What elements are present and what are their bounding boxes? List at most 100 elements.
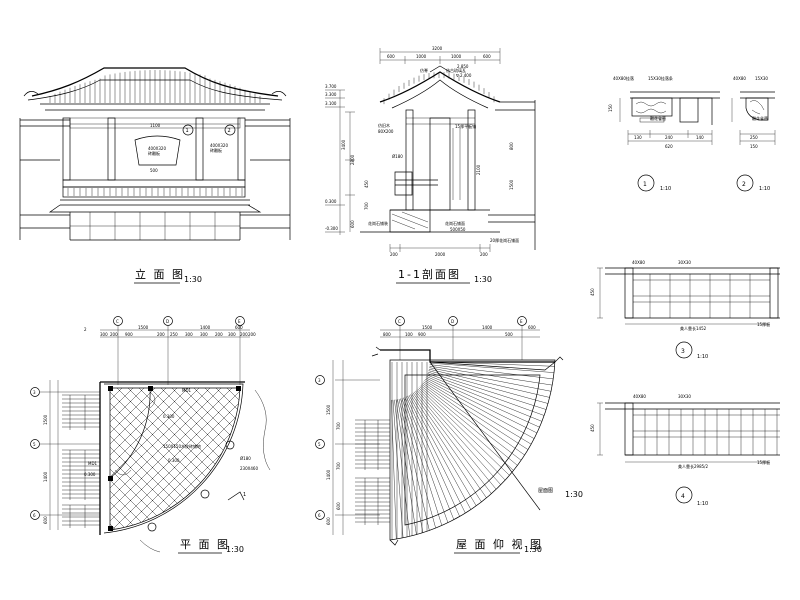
section-bottom-dim-1: 200 xyxy=(390,252,398,257)
section-left-dim-2: 2800 xyxy=(350,154,355,165)
plan-axis-5: 5 xyxy=(33,442,36,447)
elevation-title: 立 面 图 xyxy=(135,267,185,281)
plan-note-label-1: 1 xyxy=(243,492,246,498)
plan-left-dim-1: 1500 xyxy=(43,414,48,425)
detail3-scale: 1:10 xyxy=(697,354,708,360)
section-note-4: ∇ 2.400 xyxy=(455,73,472,78)
elevation-right-sub: 砖雕板 xyxy=(210,147,222,153)
detail-4: 40X80 30X30 美人靠长2985/2 15厚板 450 4 1:10 xyxy=(590,394,780,507)
roof-top-dim-2: 1400 xyxy=(482,325,493,330)
section-left-dim-1: 3400 xyxy=(341,139,346,150)
section-bottom-dim-3: 200 xyxy=(480,252,488,257)
section-left-dim-4: 700 xyxy=(364,202,369,210)
svg-text:1: 1 xyxy=(186,128,189,134)
plan-top-dim-12: 300 xyxy=(228,332,236,337)
detail-3: 40X80 30X30 美人靠长1452 15厚板 450 3 1:10 xyxy=(590,260,780,360)
section-note-9: 花岗石铺装 xyxy=(368,220,388,226)
section-note-3: 2.850 xyxy=(457,64,469,69)
detail4-note-3: 美人靠长2985/2 xyxy=(678,463,709,469)
plan-title: 平 面 图 xyxy=(180,538,230,551)
section-top-dim-3: 1000 xyxy=(451,54,462,59)
plan-top-dim-10: 300 xyxy=(200,332,208,337)
elevation-scale: 1:30 xyxy=(184,275,202,284)
detail3-label: 3 xyxy=(681,348,685,355)
elevation-right-note: 400X320 xyxy=(210,143,228,148)
plan-top-dim-2: 1400 xyxy=(200,325,211,330)
section-level-2: 3.300 xyxy=(325,92,337,97)
roof-left-dim-2: 1400 xyxy=(326,469,331,480)
plan-top-dim-1: 1500 xyxy=(138,325,149,330)
section-level-1: 3.700 xyxy=(325,84,337,89)
detail2-note-1: 40X80 xyxy=(733,76,746,81)
roof-left-dim-3: 600 xyxy=(326,517,331,525)
section-note-7: 80X200 xyxy=(378,129,394,134)
section-scale: 1:30 xyxy=(474,275,492,284)
section-note-1: 仿古琉璃瓦 xyxy=(446,67,466,73)
detail4-scale: 1:10 xyxy=(697,501,708,507)
plan-note-floor: 150X150木纹砖铺地 xyxy=(163,443,201,449)
roof-left-dim-4: 700 xyxy=(336,422,341,430)
elevation-top-dim: 1100 xyxy=(150,123,161,128)
detail4-note-4: 15厚板 xyxy=(757,459,770,465)
section-note-12: 20厚花岗石铺面 xyxy=(490,237,519,243)
section-note-8: Ø180 xyxy=(392,154,403,159)
section-right-dim-3: 1500 xyxy=(509,179,514,190)
detail1-label: 1 xyxy=(643,181,647,188)
roof-axis-d: D xyxy=(451,319,454,324)
elevation-view: 1 2 1100 400X320 砖雕板 500 400X320 砖雕板 立 面… xyxy=(19,67,291,284)
roof-top-dim-7: 500 xyxy=(505,332,513,337)
detail3-note-3: 美人靠长1452 xyxy=(680,325,707,331)
detail1-scale: 1:10 xyxy=(660,186,671,192)
section-top-dim-1: 600 xyxy=(387,54,395,59)
section-left-dim-3: 450 xyxy=(364,180,369,188)
roof-left-dim-1: 1500 xyxy=(326,404,331,415)
roof-view: C D E 3 5 6 1500 1400 600 800 100 900 50… xyxy=(315,316,583,554)
elevation-panel-sub: 砖雕板 xyxy=(148,150,160,156)
section-level-5: -0.300 xyxy=(325,226,338,231)
detail2-label: 2 xyxy=(742,181,746,188)
section-top-dim-2: 1000 xyxy=(416,54,427,59)
plan-note-level-2: 0.300 xyxy=(168,458,180,463)
detail1-note-2: 15X30挂落条 xyxy=(648,75,673,81)
plan-top-dim-7: 200 xyxy=(157,332,165,337)
plan-top-dim-13: 200 xyxy=(240,332,248,337)
plan-note-dia: Ø180 xyxy=(240,456,251,461)
roof-left-dim-6: 600 xyxy=(336,502,341,510)
section-note-2: 仿脊 xyxy=(420,67,428,73)
detail1-note-1: 40X80挂落 xyxy=(613,75,634,81)
section-bottom-dim-2: 2000 xyxy=(435,252,446,257)
section-note-6: 仿旧木 xyxy=(378,122,390,128)
plan-axis-c: C xyxy=(116,319,119,324)
section-view: 3200 600 1000 1000 600 3.700 3.300 3.100… xyxy=(325,46,536,284)
plan-axis-e: E xyxy=(238,319,241,324)
plan-left-dim-3: 600 xyxy=(43,516,48,524)
section-note-10: 花岗石铺面 xyxy=(445,220,465,226)
section-note-5: 15厚平板铺 xyxy=(455,123,476,129)
plan-top-dim-4: 300 xyxy=(100,332,108,337)
svg-text:2: 2 xyxy=(228,128,231,134)
section-right-dim-1: 800 xyxy=(509,142,514,150)
plan-note-md1-top: MD1 xyxy=(182,388,192,393)
detail2-scale: 1:10 xyxy=(759,186,770,192)
detail3-note-4: 15厚板 xyxy=(757,321,770,327)
detail4-note-2: 30X30 xyxy=(678,394,691,399)
plan-note-label-2: 2 xyxy=(84,327,87,332)
roof-scale: 1:30 xyxy=(524,545,542,554)
plan-axis-6: 6 xyxy=(33,513,36,518)
roof-side-label: 屋面图 xyxy=(538,488,553,494)
detail1-dim-5: 150 xyxy=(608,104,613,112)
detail-1: 40X80挂落 15X30挂落条 雕花雀替 130 240 140 620 15… xyxy=(608,75,720,192)
plan-top-dim-11: 200 xyxy=(215,332,223,337)
roof-side-scale: 1:30 xyxy=(565,490,583,499)
detail1-dim-3: 140 xyxy=(696,135,704,140)
plan-scale: 1:30 xyxy=(226,545,244,554)
plan-top-dim-9: 300 xyxy=(185,332,193,337)
roof-left-dim-5: 700 xyxy=(336,462,341,470)
detail1-dim-2: 240 xyxy=(665,135,673,140)
detail4-note-1: 40X80 xyxy=(633,394,646,399)
plan-note-level-1: 0.300 xyxy=(163,414,175,419)
plan-top-dim-3: 600 xyxy=(235,325,243,330)
plan-axis-d: D xyxy=(166,319,169,324)
roof-top-dim-4: 800 xyxy=(383,332,391,337)
